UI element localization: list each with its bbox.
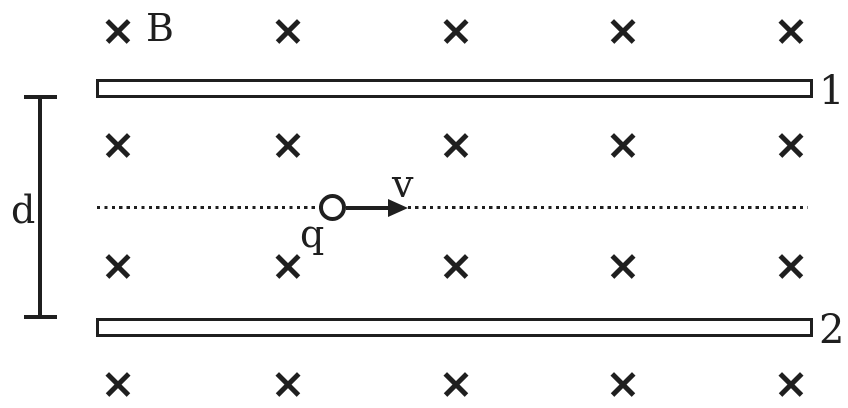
field-into-page-cross-icon <box>276 254 300 278</box>
field-into-page-cross-icon <box>106 254 130 278</box>
field-into-page-cross-icon <box>276 372 300 396</box>
field-into-page-cross-icon <box>444 254 468 278</box>
field-into-page-cross-icon <box>106 133 130 157</box>
field-into-page-cross-icon <box>611 133 635 157</box>
field-into-page-cross-icon <box>779 254 803 278</box>
velocity-arrow-head-icon <box>388 199 408 217</box>
plate-2 <box>96 318 813 337</box>
field-into-page-cross-icon <box>611 372 635 396</box>
field-into-page-cross-icon <box>779 372 803 396</box>
field-into-page-cross-icon <box>276 19 300 43</box>
dimension-line <box>38 97 42 317</box>
field-into-page-cross-icon <box>444 133 468 157</box>
charge-label: q <box>300 212 325 256</box>
velocity-arrow-shaft <box>346 206 390 210</box>
field-into-page-cross-icon <box>611 254 635 278</box>
charge-particle-icon <box>319 194 346 221</box>
field-into-page-cross-icon <box>444 19 468 43</box>
trajectory-dotted-line <box>97 206 808 210</box>
dimension-cap-bottom <box>24 315 57 319</box>
field-into-page-cross-icon <box>276 133 300 157</box>
plate-2-label: 2 <box>819 307 845 353</box>
field-into-page-cross-icon <box>444 372 468 396</box>
field-into-page-cross-icon <box>779 19 803 43</box>
velocity-label: v <box>392 162 414 206</box>
field-into-page-cross-icon <box>106 19 130 43</box>
field-into-page-cross-icon <box>106 372 130 396</box>
field-into-page-cross-icon <box>611 19 635 43</box>
plate-1-label: 1 <box>819 68 845 114</box>
field-into-page-cross-icon <box>779 133 803 157</box>
magnetic-field-label: B <box>146 6 174 50</box>
plate-1 <box>96 79 813 98</box>
separation-distance-label: d <box>11 188 36 232</box>
